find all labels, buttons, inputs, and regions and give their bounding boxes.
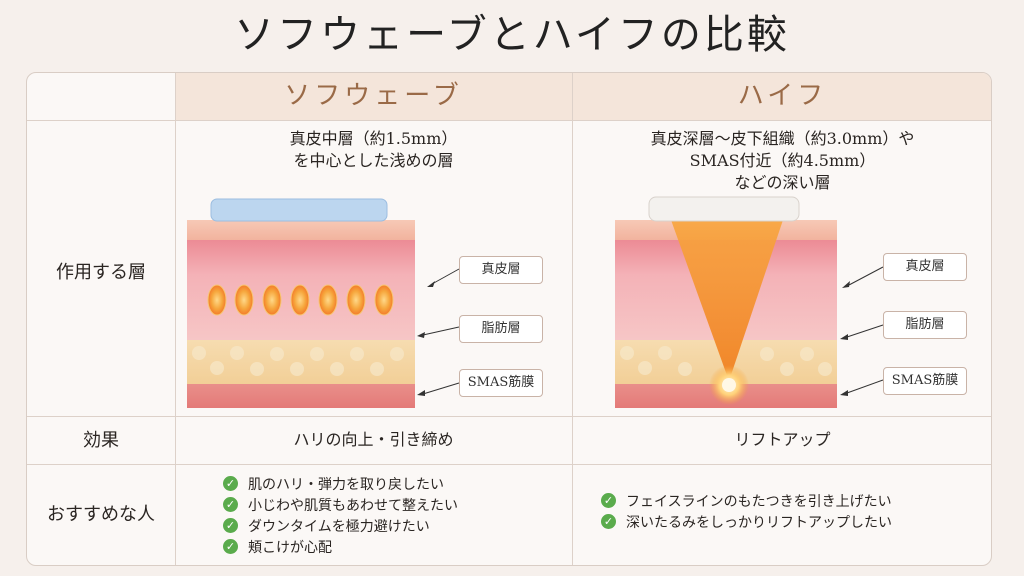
check-icon: ✓ bbox=[601, 514, 616, 529]
check-icon: ✓ bbox=[223, 497, 238, 512]
column-header-hifu: ハイフ bbox=[737, 81, 828, 111]
desc-line: SMAS付近（約4.5mm） bbox=[689, 151, 876, 170]
sofwave-effect: ハリの向上・引き締め bbox=[293, 430, 454, 449]
callout-smas: SMAS筋膜 bbox=[883, 367, 967, 395]
list-item: ✓ 肌のハリ・弾力を取り戻したい bbox=[223, 473, 458, 494]
list-item: ✓ 深いたるみをしっかりリフトアップしたい bbox=[601, 511, 892, 532]
arrow-heads bbox=[417, 281, 435, 396]
callout-fat: 脂肪層 bbox=[459, 315, 543, 343]
callout-fat: 脂肪層 bbox=[883, 311, 967, 339]
list-item-text: フェイスラインのもたつきを引き上げたい bbox=[626, 493, 892, 510]
epidermis-layer bbox=[187, 220, 415, 240]
check-icon: ✓ bbox=[601, 493, 616, 508]
hifu-focal-core bbox=[722, 378, 736, 392]
hifu-layers bbox=[615, 196, 884, 408]
smas-layer bbox=[187, 384, 415, 408]
list-item: ✓ フェイスラインのもたつきを引き上げたい bbox=[601, 490, 892, 511]
comparison-table: ソフウェーブ ハイフ 作用する層 効果 おすすめな人 真皮中層（約1.5mm） … bbox=[26, 72, 992, 566]
hifu-applicator bbox=[648, 196, 800, 222]
sofwave-heat-dots bbox=[207, 284, 394, 316]
divider bbox=[27, 464, 991, 465]
check-icon: ✓ bbox=[223, 476, 238, 491]
desc-line: などの深い層 bbox=[734, 173, 831, 192]
sofwave-callout-lines bbox=[422, 268, 460, 395]
desc-line: を中心とした浅めの層 bbox=[293, 151, 454, 170]
fat-cells bbox=[192, 346, 404, 376]
sofwave-skin-diagram bbox=[187, 196, 884, 408]
hifu-effect: リフトアップ bbox=[734, 430, 831, 449]
check-icon: ✓ bbox=[223, 518, 238, 533]
divider bbox=[572, 73, 573, 565]
arrow-heads bbox=[840, 281, 850, 396]
list-item-text: 深いたるみをしっかりリフトアップしたい bbox=[626, 514, 892, 531]
desc-line: 真皮中層（約1.5mm） bbox=[289, 129, 458, 148]
list-item: ✓ 頬こけが心配 bbox=[223, 536, 458, 557]
page-title: ソフウェーブとハイフの比較 bbox=[234, 12, 790, 58]
divider bbox=[175, 73, 176, 565]
check-icon: ✓ bbox=[223, 539, 238, 554]
column-header-sofwave: ソフウェーブ bbox=[284, 81, 463, 111]
hifu-callout-lines bbox=[846, 266, 884, 394]
callout-dermis: 真皮層 bbox=[459, 256, 543, 284]
fat-layer bbox=[187, 340, 415, 384]
hifu-layer-description: 真皮深層〜皮下組織（約3.0mm）や SMAS付近（約4.5mm） などの深い層 bbox=[572, 128, 991, 194]
divider bbox=[27, 416, 991, 417]
sofwave-recommend-list: ✓ 肌のハリ・弾力を取り戻したい ✓ 小じわや肌質もあわせて整えたい ✓ ダウンタイム… bbox=[223, 473, 458, 557]
fat-cells bbox=[620, 346, 832, 376]
sofwave-applicator bbox=[210, 198, 388, 222]
header-background bbox=[175, 73, 991, 120]
sofwave-layers bbox=[187, 198, 460, 408]
divider bbox=[27, 120, 991, 121]
list-item-text: ダウンタイムを極力避けたい bbox=[248, 518, 430, 535]
sofwave-layer-description: 真皮中層（約1.5mm） を中心とした浅めの層 bbox=[175, 128, 572, 172]
row-label-recommended: おすすめな人 bbox=[47, 504, 155, 525]
list-item: ✓ 小じわや肌質もあわせて整えたい bbox=[223, 494, 458, 515]
hifu-recommend-list: ✓ フェイスラインのもたつきを引き上げたい ✓ 深いたるみをしっかりリフトアップした… bbox=[601, 490, 892, 532]
callout-dermis: 真皮層 bbox=[883, 253, 967, 281]
row-label-effect: 効果 bbox=[83, 430, 119, 451]
list-item-text: 頬こけが心配 bbox=[248, 539, 332, 556]
list-item-text: 小じわや肌質もあわせて整えたい bbox=[248, 497, 458, 514]
row-label-layer: 作用する層 bbox=[56, 262, 146, 283]
callout-smas: SMAS筋膜 bbox=[459, 369, 543, 397]
list-item: ✓ ダウンタイムを極力避けたい bbox=[223, 515, 458, 536]
list-item-text: 肌のハリ・弾力を取り戻したい bbox=[248, 476, 444, 493]
desc-line: 真皮深層〜皮下組織（約3.0mm）や bbox=[650, 129, 915, 148]
hifu-ultrasound-beam bbox=[671, 220, 783, 381]
